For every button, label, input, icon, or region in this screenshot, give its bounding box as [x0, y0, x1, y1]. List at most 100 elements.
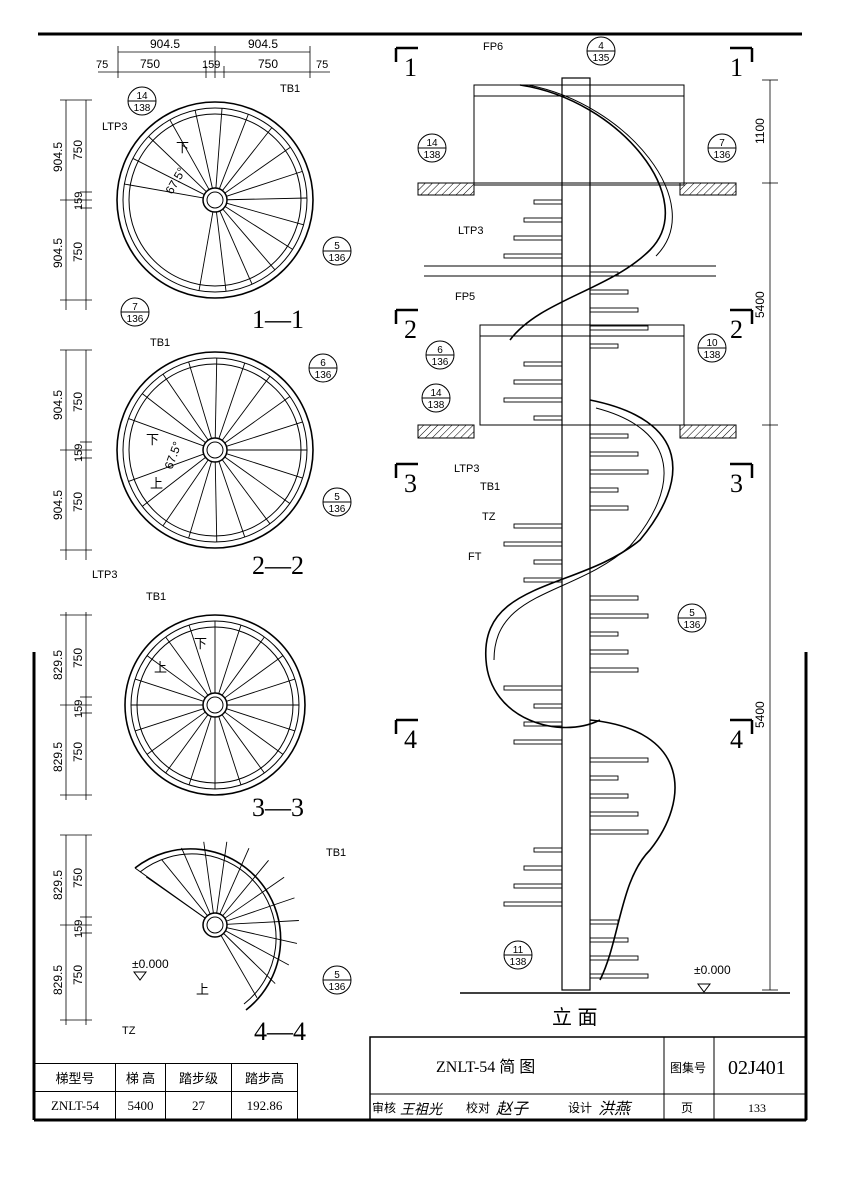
label-tz-elev: TZ [482, 511, 496, 523]
elevation-tread [589, 937, 629, 943]
svg-text:136: 136 [329, 982, 346, 993]
elevation-tread [503, 397, 563, 403]
header-steps: 踏步级 [164, 1063, 232, 1092]
page-number: 133 [748, 1101, 766, 1115]
label-ltp3-elev-mid: LTP3 [454, 463, 479, 475]
elevation-tread [589, 505, 629, 511]
tread-line [194, 110, 213, 189]
tread-line [221, 459, 271, 525]
label-tb1-elev: TB1 [480, 481, 500, 493]
tread-line [134, 708, 204, 732]
cell-model: ZNLT-54 [33, 1091, 117, 1121]
elevation [133, 46, 790, 994]
dim-159-v1: 159 [73, 192, 85, 210]
tread-line [226, 453, 303, 479]
tread-line [132, 158, 205, 195]
svg-text:14: 14 [136, 91, 148, 102]
svg-text:136: 136 [714, 150, 731, 161]
svg-text:6: 6 [437, 345, 443, 356]
elevation-tread [589, 289, 629, 295]
dims-2-2 [60, 349, 92, 560]
plan-2-2 [116, 351, 314, 549]
dir-down-3: 下 [194, 636, 207, 651]
tread-line [165, 636, 209, 696]
tread-line [221, 375, 271, 441]
elevation-tread [589, 433, 629, 439]
tread-line [145, 876, 206, 919]
tread-line [222, 127, 273, 191]
tread-line [221, 636, 265, 696]
dim-829-v3b: 829.5 [51, 742, 65, 772]
elevation-tread [503, 901, 563, 907]
section-mark-3-right: 3 [730, 469, 743, 498]
dim-829-v3a: 829.5 [51, 650, 65, 680]
tread-line [134, 678, 204, 702]
dim-750-v4b: 750 [71, 965, 85, 985]
dim-904-v1a: 904.5 [51, 142, 65, 172]
drawing-title: ZNLT-54 简 图 [436, 1058, 535, 1076]
tread-line [225, 930, 290, 966]
tread-line [181, 847, 211, 915]
elevation-tread [589, 793, 629, 799]
svg-text:135: 135 [593, 53, 610, 64]
dim-159-1: 159 [202, 59, 220, 71]
tread-line [226, 920, 299, 925]
section-mark-1-left: 1 [404, 53, 417, 82]
svg-text:138: 138 [424, 150, 441, 161]
svg-text:5: 5 [689, 608, 695, 619]
cell-step-height: 192.86 [230, 1091, 299, 1121]
angle-1-1: 67.5° [162, 165, 188, 197]
tread-line [224, 146, 291, 194]
svg-text:5: 5 [334, 492, 340, 503]
tread-line [128, 418, 204, 447]
svg-text:7: 7 [719, 138, 725, 149]
tread-line [214, 358, 218, 439]
label-ltp3-2: LTP3 [92, 569, 117, 581]
dim-829-v4b: 829.5 [51, 965, 65, 995]
cell-steps: 27 [164, 1091, 232, 1121]
elevation-tread [533, 199, 563, 205]
dim-159-v3: 159 [73, 700, 85, 718]
svg-text:138: 138 [704, 350, 721, 361]
elevation-tread [589, 649, 629, 655]
label-fp5: FP5 [455, 291, 475, 303]
tread-line [169, 119, 210, 190]
tread-line [165, 714, 209, 774]
tread-line [215, 108, 223, 189]
tread-line [220, 935, 258, 998]
elevation-tread [589, 271, 619, 277]
check-signature: 赵子 [496, 1100, 529, 1118]
tread-line [216, 841, 228, 914]
elevation-tread [589, 487, 619, 493]
tread-line [198, 211, 214, 291]
tread-line [214, 461, 218, 542]
page-label: 页 [681, 1101, 693, 1115]
tread-line [142, 393, 206, 444]
tread-line [203, 841, 214, 914]
dims-4-4 [60, 834, 92, 1025]
tread-line [124, 183, 204, 199]
elevation-tread [589, 919, 619, 925]
tread-line [226, 927, 298, 944]
svg-text:138: 138 [428, 400, 445, 411]
dim-750-v2b: 750 [71, 492, 85, 512]
svg-text:14: 14 [430, 388, 442, 399]
label-ft: FT [468, 551, 482, 563]
elevation-title: 立 面 [552, 1006, 598, 1029]
label-tz-4: TZ [122, 1025, 136, 1037]
label-tb1-4: TB1 [326, 847, 346, 859]
svg-text:136: 136 [127, 314, 144, 325]
tread-line [224, 711, 284, 755]
tread-line [224, 396, 291, 444]
svg-text:138: 138 [134, 103, 151, 114]
tread-line [222, 208, 276, 271]
svg-text:136: 136 [684, 620, 701, 631]
elevation-tread [589, 307, 639, 313]
tread-line [224, 206, 293, 250]
